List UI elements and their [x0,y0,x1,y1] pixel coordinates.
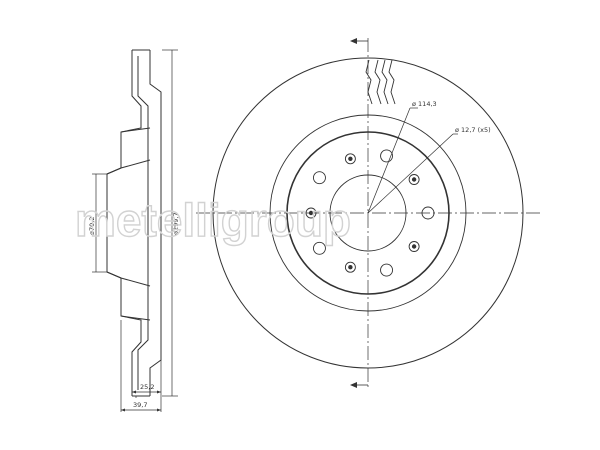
dim-thickness: 25,2 [140,383,154,391]
side-section-view [92,49,178,412]
bolt-holes [305,149,435,277]
watermark-text: metelligroup [75,194,351,246]
disc-profile-outer [106,50,142,396]
dim-hub-bore: ø70,2 [88,217,96,235]
dim-bolt-holes: ø 12,7 (x5) [455,126,491,134]
disc-vent-left [137,56,149,390]
front-view [196,38,540,388]
bolt-hole [421,206,435,220]
locating-hole-centre [411,244,417,249]
locating-hole [408,241,420,252]
bolt-hole [380,263,393,277]
disc-profile-inner [149,50,162,396]
locating-hole [305,207,317,219]
bolt-hole [313,171,326,185]
locating-slots [365,59,396,105]
locating-hole [344,261,356,273]
locating-hole-centre [308,210,314,216]
locating-hole [408,174,420,185]
bolt-hole [313,241,326,255]
dim-pcd: ø 114,3 [412,100,437,108]
locating-hole-centre [348,265,353,270]
locating-hole-centre [411,177,417,182]
locating-hole [344,153,356,165]
dim-outer-diameter: ø299,7 [172,212,180,235]
bolt-hole [380,149,393,163]
dim-overall-height: 39,7 [133,401,147,409]
locating-hole-centre [348,156,353,161]
